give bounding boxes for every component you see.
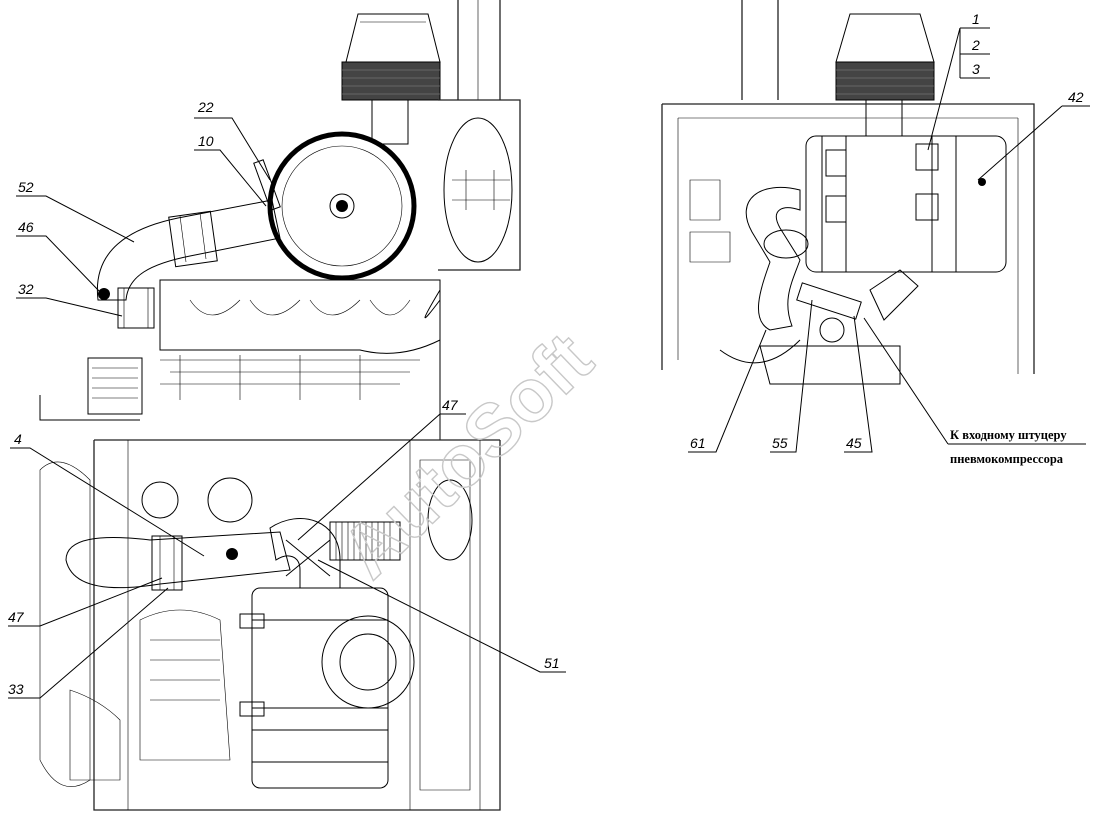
callout-3: 3 xyxy=(972,61,980,77)
callout-61: 61 xyxy=(690,435,706,451)
side-view-left xyxy=(39,0,521,441)
callout-51: 51 xyxy=(544,655,560,671)
intake-cap xyxy=(345,13,441,63)
callout-42: 42 xyxy=(1068,89,1084,105)
callout-22: 22 xyxy=(197,99,214,115)
callout-32: 32 xyxy=(18,281,34,297)
callout-33: 33 xyxy=(8,681,24,697)
callout-55: 55 xyxy=(772,435,788,451)
note-line-1: К входному штуцеру xyxy=(950,428,1067,442)
callout-4: 4 xyxy=(14,431,22,447)
callout-10: 10 xyxy=(198,133,214,149)
callout-47-left: 47 xyxy=(8,609,25,625)
watermark: AutoSoft xyxy=(325,317,607,594)
intake-pipe-assembly xyxy=(65,531,291,589)
callout-52: 52 xyxy=(18,179,34,195)
side-view-right xyxy=(661,0,1035,385)
callout-47-top: 47 xyxy=(442,397,459,413)
intake-hose-52 xyxy=(96,199,281,301)
intake-hose-right xyxy=(745,186,801,331)
frame-oval-left xyxy=(443,117,513,263)
callout-labels: 22 10 52 46 32 1 2 3 42 4 47 47 33 51 61… xyxy=(8,11,1084,697)
callout-1: 1 xyxy=(972,11,980,27)
air-filter-top xyxy=(251,587,389,789)
callout-46: 46 xyxy=(18,219,34,235)
compressor-note: К входному штуцеру пневмокомпрессора xyxy=(950,428,1067,466)
air-filter-cylinder xyxy=(805,135,1007,273)
intake-mesh xyxy=(341,61,441,101)
callout-2: 2 xyxy=(971,37,980,53)
note-line-2: пневмокомпрессора xyxy=(950,452,1064,466)
top-view xyxy=(39,439,501,811)
leader-lines xyxy=(8,27,1090,699)
callout-45: 45 xyxy=(846,435,862,451)
